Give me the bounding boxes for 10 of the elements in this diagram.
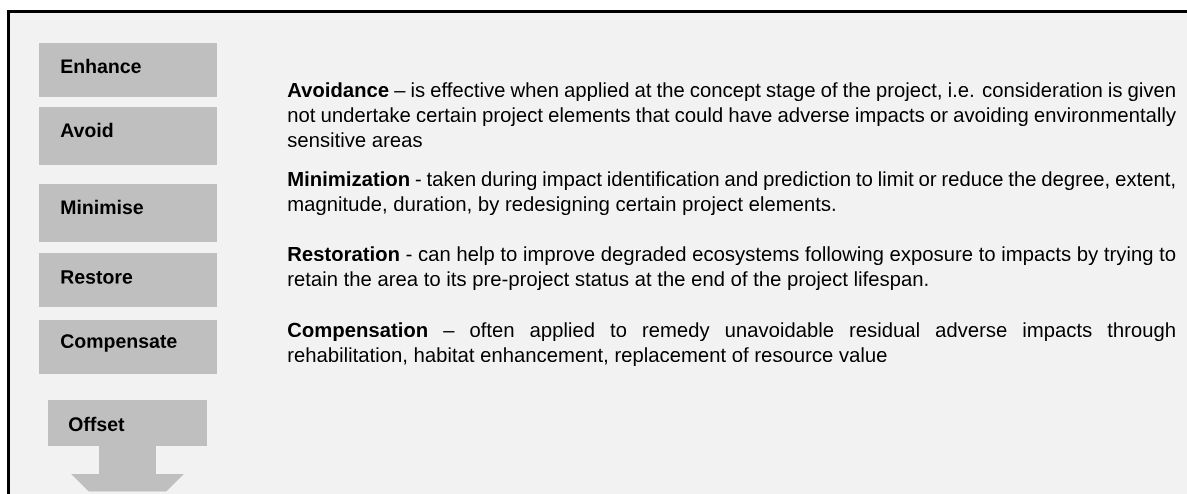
description-paragraph: Minimization - taken during impact identification and prediction to limit or reduce the degree, extent, magnitude, duration, by redesigning certain project elements. xyxy=(288,171,1175,216)
description-paragraph: Avoidance – is effective when applied at the concept stage of the project, i.e. consideration is given not undertake certain project elements that could have adverse impacts or avoiding environmentally sensitive areas xyxy=(287,82,1176,148)
description-paragraph: Compensation – often applied to remedy unavoidable residual adverse impacts through rehabilitation, habitat enhancement, replacement of resource value xyxy=(288,322,1175,367)
step-box: Compensate xyxy=(39,320,217,374)
description-paragraph: Restoration - can help to improve degraded ecosystems following exposure to impacts by trying to retain the area to its pre-project status at the end of the project lifespan. xyxy=(288,246,1176,291)
step-box: Restore xyxy=(39,253,217,307)
step-box: Minimise xyxy=(39,184,217,242)
step-box: Offset xyxy=(48,400,207,446)
step-box: Avoid xyxy=(39,107,217,165)
step-box: Enhance xyxy=(39,43,217,97)
